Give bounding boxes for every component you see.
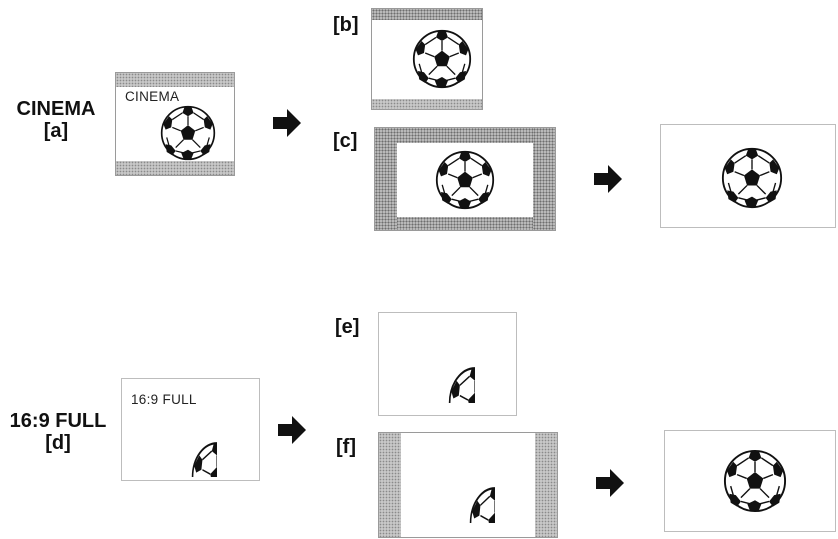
top-band xyxy=(372,9,482,20)
soccer-ball-icon xyxy=(421,329,475,403)
right-arrow-icon xyxy=(277,415,307,445)
left-band xyxy=(375,128,397,230)
cinema-letter: [a] xyxy=(0,120,112,142)
soccer-ball-icon xyxy=(443,449,495,523)
top-band xyxy=(375,128,555,143)
cinema-label-text: CINEMA xyxy=(0,98,112,120)
full169-label-text: 16:9 FULL xyxy=(0,410,116,432)
soccer-ball-icon xyxy=(721,147,783,209)
bottom-band xyxy=(372,99,482,109)
cinema-mode-label: CINEMA [a] xyxy=(0,98,112,142)
result-e-screen xyxy=(378,312,517,416)
result-f-screen xyxy=(378,432,558,538)
soccer-ball-icon xyxy=(435,150,495,210)
top-band xyxy=(116,73,234,87)
result-f-output-screen xyxy=(664,430,836,532)
result-c-screen xyxy=(374,127,556,231)
full169-mode-label: 16:9 FULL [d] xyxy=(0,410,116,454)
bottom-band xyxy=(375,217,555,230)
soccer-ball-icon xyxy=(412,26,472,92)
soccer-ball-icon xyxy=(723,449,787,513)
bottom-band xyxy=(116,161,234,175)
result-f-label: [f] xyxy=(336,436,356,458)
full169-letter: [d] xyxy=(0,432,116,454)
result-c-label: [c] xyxy=(333,130,357,152)
right-arrow-icon xyxy=(272,108,302,138)
right-arrow-icon xyxy=(595,468,625,498)
right-arrow-icon xyxy=(593,164,623,194)
cinema-osd-text: CINEMA xyxy=(125,89,179,104)
full169-screen: 16:9 FULL xyxy=(121,378,260,481)
right-band xyxy=(535,433,557,537)
soccer-ball-icon xyxy=(160,103,216,163)
result-e-label: [e] xyxy=(335,316,359,338)
cinema-screen: CINEMA xyxy=(115,72,235,176)
right-band xyxy=(533,128,555,230)
left-band xyxy=(379,433,401,537)
result-c-output-screen xyxy=(660,124,836,228)
result-b-screen xyxy=(371,8,483,110)
soccer-ball-icon xyxy=(165,405,217,477)
result-b-label: [b] xyxy=(333,14,359,36)
